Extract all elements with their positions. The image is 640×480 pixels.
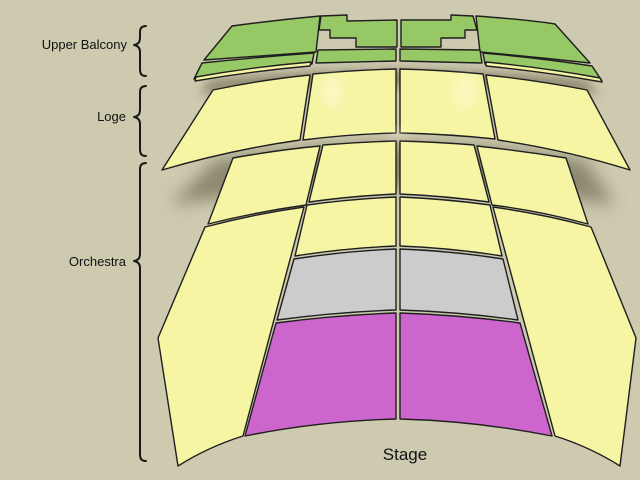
orchestra-left-wing-section[interactable]	[157, 206, 305, 467]
orchestra-middle-center-right-section[interactable]	[399, 196, 503, 257]
orchestra-rear-right-section[interactable]	[476, 145, 589, 225]
stage-label: Stage	[383, 445, 427, 464]
orchestra-right-wing-section[interactable]	[492, 206, 637, 467]
orchestra-grey-right-section[interactable]	[399, 248, 519, 321]
orchestra-front-left-section[interactable]	[244, 312, 397, 437]
loge-bracket	[133, 85, 147, 157]
upper-balcony-center-left-section[interactable]	[318, 14, 398, 48]
upper-balcony-right-strip[interactable]	[485, 61, 603, 83]
loge-left-section[interactable]	[161, 74, 311, 171]
orchestra-grey-left-section[interactable]	[276, 248, 397, 321]
upper-balcony-right-section[interactable]	[475, 15, 591, 64]
upper-balcony-center-right-rail[interactable]	[399, 48, 483, 64]
loge-center-left-section[interactable]	[302, 68, 397, 141]
orchestra-rear-left-section[interactable]	[207, 145, 321, 225]
orchestra-sections	[157, 140, 637, 467]
section-highlights	[320, 76, 477, 138]
orchestra-bracket	[133, 162, 147, 462]
upper-balcony-bracket	[133, 25, 147, 77]
upper-balcony-center-right-section[interactable]	[400, 14, 478, 48]
tier-brackets	[133, 25, 147, 462]
upper-balcony-left-strip[interactable]	[194, 61, 312, 82]
loge-label: Loge	[97, 109, 126, 124]
upper-balcony-label: Upper Balcony	[42, 37, 128, 52]
orchestra-rear-center-right-section[interactable]	[399, 140, 490, 203]
orchestra-rear-center-left-section[interactable]	[308, 140, 397, 203]
loge-center-right-section[interactable]	[399, 68, 496, 140]
upper-balcony-sections	[193, 14, 603, 83]
orchestra-front-right-section[interactable]	[399, 312, 553, 437]
upper-balcony-left-section[interactable]	[203, 15, 321, 61]
loge-right-section[interactable]	[485, 74, 631, 171]
upper-balcony-center-left-rail[interactable]	[315, 48, 397, 64]
orchestra-label: Orchestra	[69, 254, 127, 269]
orchestra-middle-center-left-section[interactable]	[294, 196, 397, 257]
